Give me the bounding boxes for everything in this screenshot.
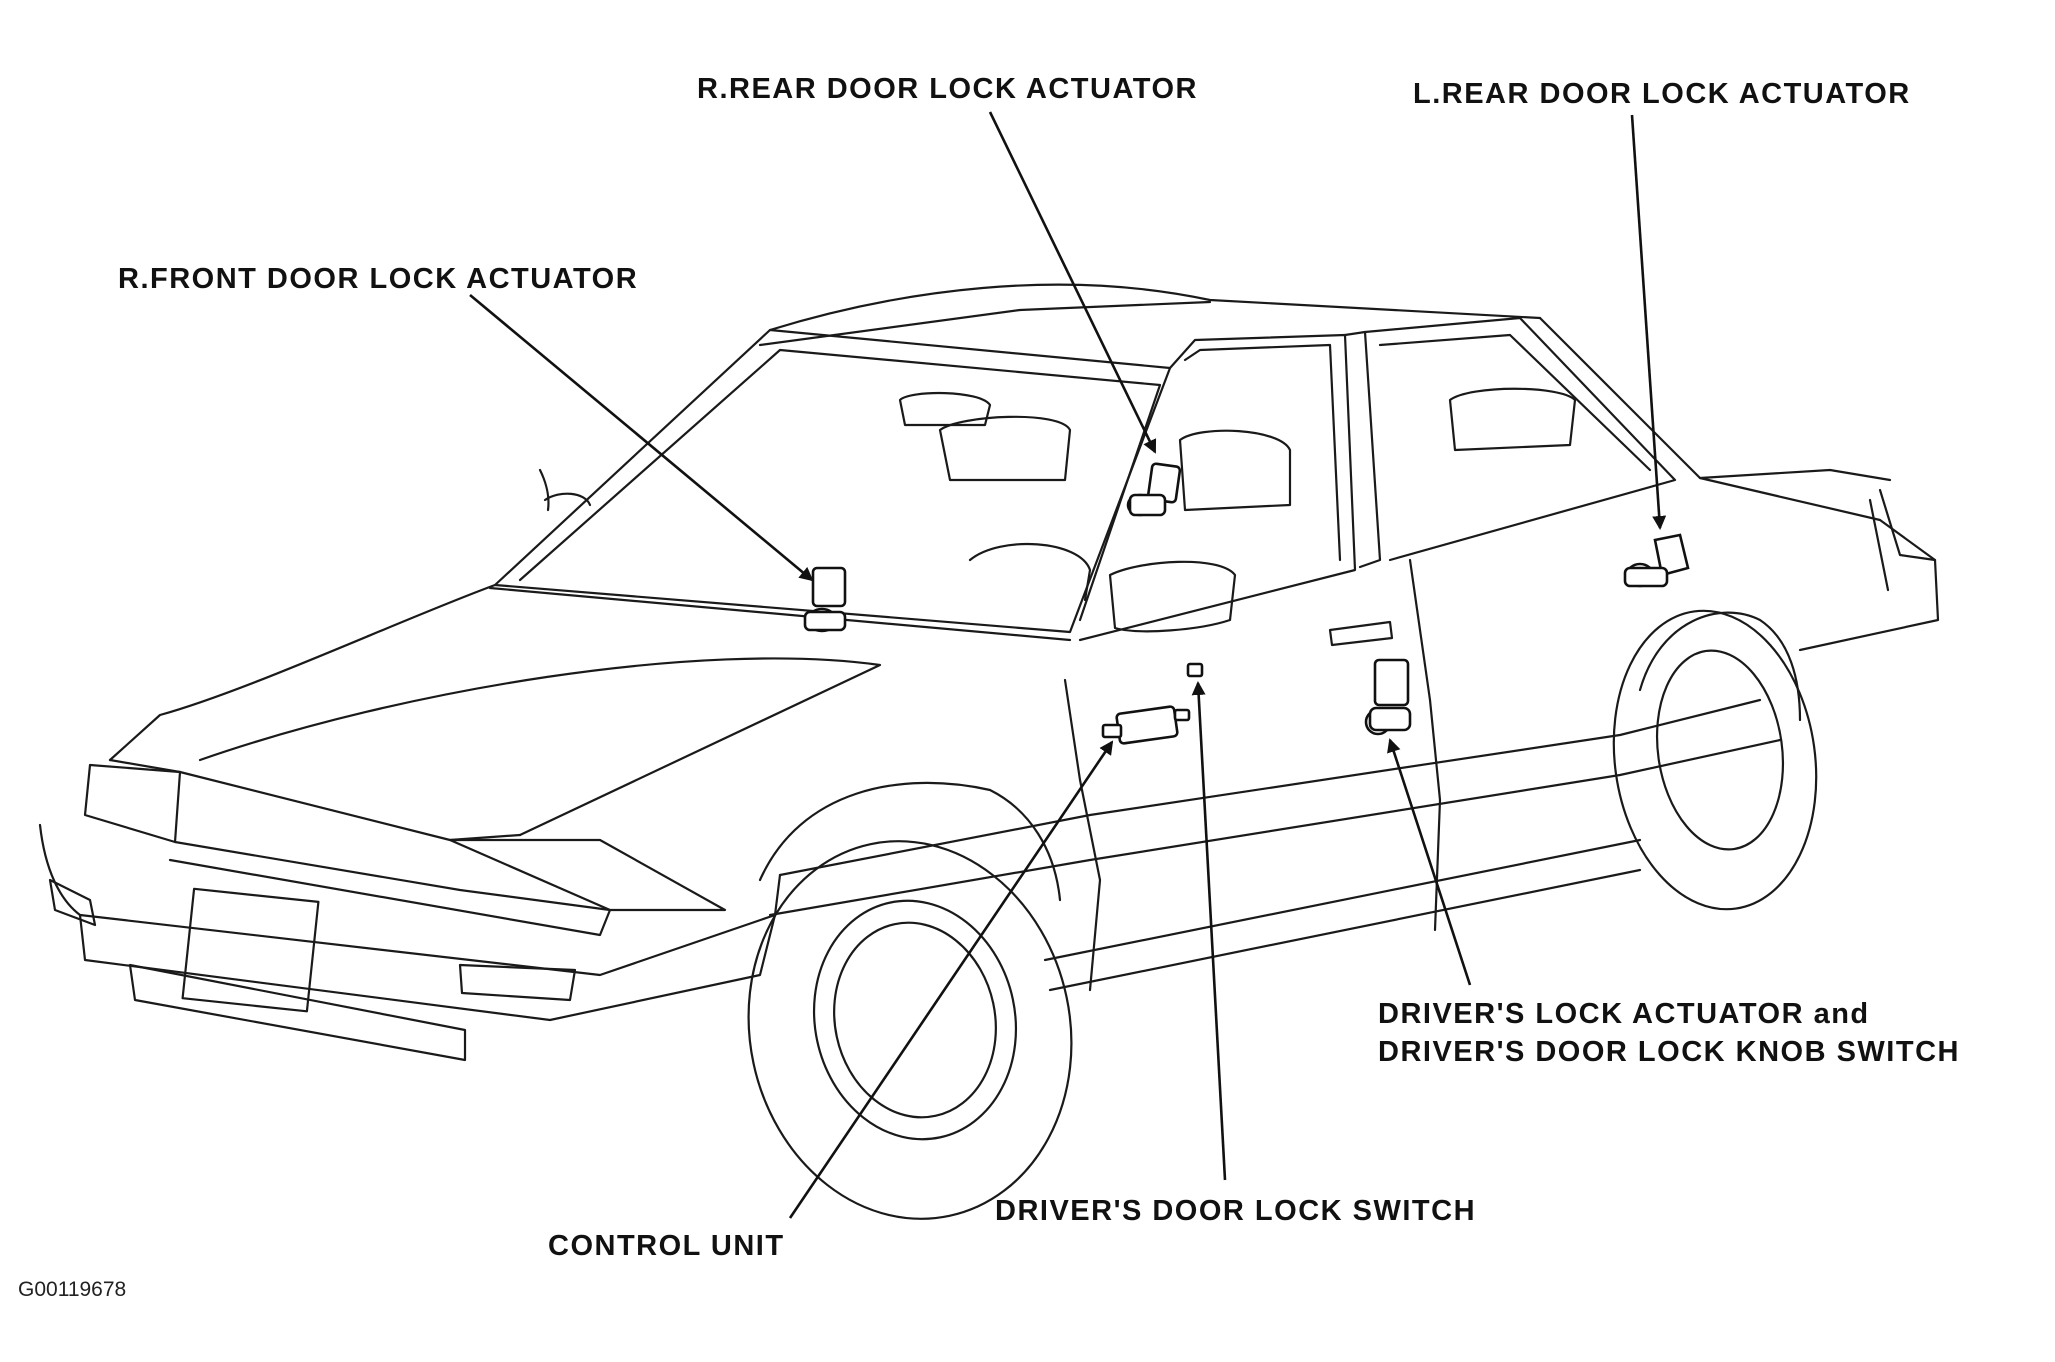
label-control-unit: CONTROL UNIT [548,1230,785,1262]
rocker-panel [1048,868,1642,992]
r-rear-actuator-part [1126,462,1182,517]
leader-driver-lock [1387,738,1472,986]
c-pillar [1538,316,1892,482]
front-headlight-left [83,763,182,844]
label-l-rear-actuator: L.REAR DOOR LOCK ACTUATOR [1413,78,1911,110]
control-unit-part [1101,705,1191,745]
rear-door-seam [1408,558,1442,932]
leader-r-rear [988,111,1157,454]
label-driver-door-lock-switch: DRIVER'S DOOR LOCK SWITCH [995,1195,1477,1227]
label-r-front-actuator: R.FRONT DOOR LOCK ACTUATOR [118,263,639,295]
front-bumper [38,823,782,977]
front-rim [812,899,1018,1141]
car-illustration [38,283,1940,1220]
front-door-handle [1328,620,1394,647]
front-headlight-right [448,838,727,912]
seat-front [938,415,1072,482]
b-pillar [1343,330,1382,569]
rear-deck [1698,476,1937,562]
l-rear-actuator-part [1623,533,1690,588]
label-driver-lock-actuator: DRIVER'S LOCK ACTUATOR and [1378,998,1870,1030]
fog-light [458,963,577,1002]
leader-door-lock-switch [1191,681,1227,1181]
rear-wheel-arch [1638,611,1802,722]
license-plate [181,887,320,1013]
tail-end [1798,488,1940,652]
front-door-seam [1063,678,1102,992]
rear-tire [1612,609,1818,911]
driver-lock-actuator-part [1364,658,1412,736]
label-driver-door-lock-knob-switch: DRIVER'S DOOR LOCK KNOB SWITCH [1378,1036,1960,1068]
door-lock-switch-part [1186,662,1204,678]
figure-id: G00119678 [18,1278,127,1301]
front-tire [747,840,1073,1220]
front-wheel-arch [758,781,1062,902]
seat-rear [1448,387,1577,452]
r-front-actuator-part [803,566,847,633]
windshield-inner [518,348,1162,622]
leader-lines [469,111,1667,1219]
body-side-line [778,698,1762,877]
label-r-rear-actuator: R.REAR DOOR LOCK ACTUATOR [697,73,1198,105]
antenna [538,468,550,512]
roof-edge [758,300,1212,347]
hood-crease [198,657,882,837]
hood-front-edge [108,758,522,842]
steering-wheel [968,542,1092,602]
front-grille [168,840,612,937]
side-mirror [1108,560,1237,633]
leader-control-unit [788,740,1114,1219]
leader-r-front [469,294,814,582]
rear-door-window [1363,316,1677,562]
rear-rim [1655,649,1785,851]
car-roof [768,283,1542,332]
hood [108,583,497,762]
leader-l-rear [1630,114,1667,530]
